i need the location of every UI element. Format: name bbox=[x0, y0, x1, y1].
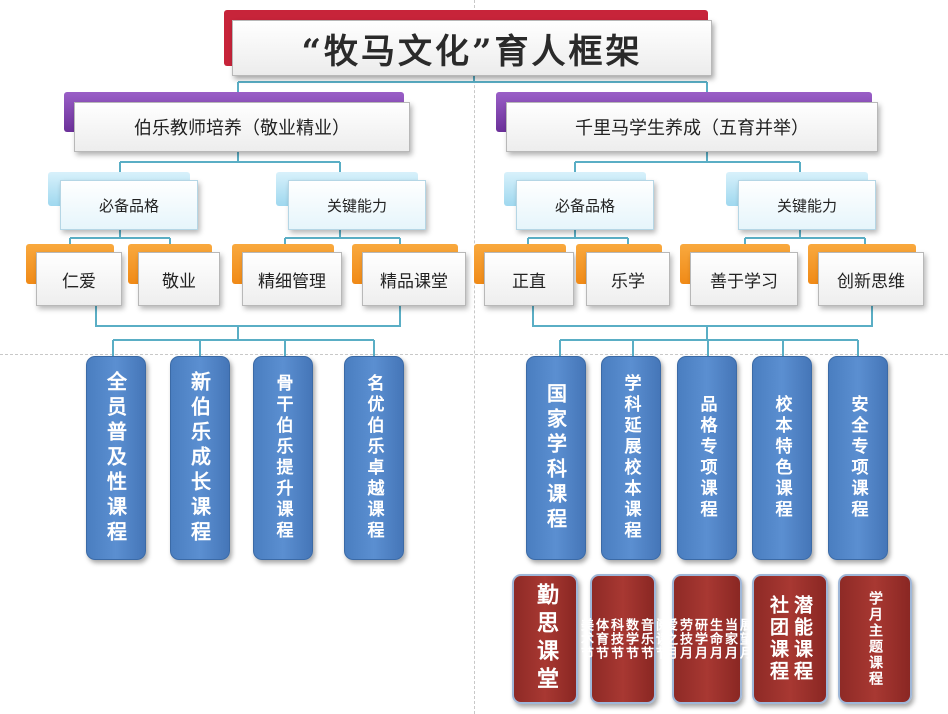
sub-course-box: 社团课程 潜能课程 bbox=[752, 574, 828, 704]
course-box: 校本特色课程 bbox=[752, 356, 812, 560]
trait-box: 正直 bbox=[474, 244, 574, 308]
trait-label: 精品课堂 bbox=[380, 271, 448, 292]
branch-student: 千里马学生养成（五育并举） bbox=[496, 92, 878, 154]
sub-course-line: 阅读节 bbox=[653, 618, 668, 660]
course-label: 校本特色课程 bbox=[771, 395, 792, 521]
group-student-ability: 关键能力 bbox=[726, 172, 876, 230]
sub-course-line: 当家月 bbox=[722, 618, 737, 660]
sub-course-line: 爱之月 bbox=[662, 618, 677, 660]
connector-left-courses bbox=[95, 306, 401, 356]
sub-course-line: 潜能课程 bbox=[791, 595, 813, 683]
sub-course-line: 研学月 bbox=[692, 618, 707, 660]
connector-right-groups bbox=[527, 230, 629, 248]
trait-box: 善于学习 bbox=[680, 244, 798, 308]
connector-title bbox=[237, 72, 708, 92]
course-label: 全员普及性课程 bbox=[103, 370, 128, 546]
sub-course-line: 美术节 bbox=[578, 618, 593, 660]
trait-label: 乐学 bbox=[611, 271, 645, 292]
group-label: 关键能力 bbox=[326, 196, 387, 215]
trait-label: 善于学习 bbox=[710, 271, 778, 292]
trait-label: 正直 bbox=[512, 271, 546, 292]
course-label: 国家学科课程 bbox=[543, 383, 568, 533]
connector-left-groups bbox=[69, 230, 171, 248]
trait-box: 精品课堂 bbox=[352, 244, 466, 308]
trait-box: 敬业 bbox=[128, 244, 220, 308]
group-teacher-ability: 关键能力 bbox=[276, 172, 426, 230]
sub-course-line: 劳技月 bbox=[677, 618, 692, 660]
course-box: 学科延展校本课程 bbox=[601, 356, 661, 560]
connector-left-branch bbox=[119, 150, 341, 172]
course-box: 国家学科课程 bbox=[526, 356, 586, 560]
sub-course-line: 科技节 bbox=[608, 618, 623, 660]
sub-course-box: 学月主题课程 bbox=[838, 574, 912, 704]
branch-student-label: 千里马学生养成（五育并举） bbox=[575, 118, 809, 139]
course-label: 安全专项课程 bbox=[847, 395, 868, 521]
course-box: 新伯乐成长课程 bbox=[170, 356, 230, 560]
course-label: 新伯乐成长课程 bbox=[187, 370, 212, 546]
sub-course-box: 爱之月 劳技月 研学月 生命月 当家月 展望月 bbox=[662, 574, 752, 704]
sub-course-line: 展望月 bbox=[737, 618, 752, 660]
course-label: 学科延展校本课程 bbox=[620, 374, 641, 542]
trait-label: 创新思维 bbox=[837, 271, 905, 292]
trait-label: 仁爱 bbox=[62, 271, 96, 292]
trait-label: 敬业 bbox=[162, 271, 196, 292]
sub-course-line: 社团课程 bbox=[767, 595, 789, 683]
trait-box: 仁爱 bbox=[26, 244, 122, 308]
sub-course-line: 音乐节 bbox=[638, 618, 653, 660]
group-label: 必备品格 bbox=[554, 196, 615, 215]
branch-teacher-label: 伯乐教师培养（敬业精业） bbox=[134, 118, 350, 139]
trait-box: 精细管理 bbox=[232, 244, 342, 308]
framework-title: “牧马文化”育人框架 bbox=[301, 31, 643, 72]
course-box: 骨干伯乐提升课程 bbox=[253, 356, 313, 560]
group-teacher-character: 必备品格 bbox=[48, 172, 198, 230]
group-label: 关键能力 bbox=[776, 196, 837, 215]
trait-box: 乐学 bbox=[576, 244, 670, 308]
sub-course-box: 勤思课堂 bbox=[512, 574, 578, 704]
trait-label: 精细管理 bbox=[258, 271, 326, 292]
sub-course-box: 美术节 体育节 科技节 数学节 音乐节 阅读节 bbox=[578, 574, 668, 704]
course-label: 骨干伯乐提升课程 bbox=[272, 374, 293, 542]
course-box: 品格专项课程 bbox=[677, 356, 737, 560]
sub-course-line: 数学节 bbox=[623, 618, 638, 660]
group-label: 必备品格 bbox=[98, 196, 159, 215]
trait-box: 创新思维 bbox=[808, 244, 924, 308]
connector-right-branch bbox=[574, 150, 801, 172]
course-box: 安全专项课程 bbox=[828, 356, 888, 560]
course-label: 名优伯乐卓越课程 bbox=[363, 374, 384, 542]
framework-title-box: “牧马文化”育人框架 bbox=[224, 10, 712, 76]
sub-course-line: 学月主题课程 bbox=[867, 591, 883, 687]
connector-right-courses bbox=[532, 306, 873, 356]
sub-course-line: 勤思课堂 bbox=[533, 583, 558, 695]
guide-line-vertical bbox=[474, 0, 475, 714]
group-student-character: 必备品格 bbox=[504, 172, 654, 230]
course-box: 名优伯乐卓越课程 bbox=[344, 356, 404, 560]
sub-course-line: 体育节 bbox=[593, 618, 608, 660]
course-label: 品格专项课程 bbox=[696, 395, 717, 521]
branch-teacher: 伯乐教师培养（敬业精业） bbox=[64, 92, 410, 154]
course-box: 全员普及性课程 bbox=[86, 356, 146, 560]
sub-course-line: 生命月 bbox=[707, 618, 722, 660]
